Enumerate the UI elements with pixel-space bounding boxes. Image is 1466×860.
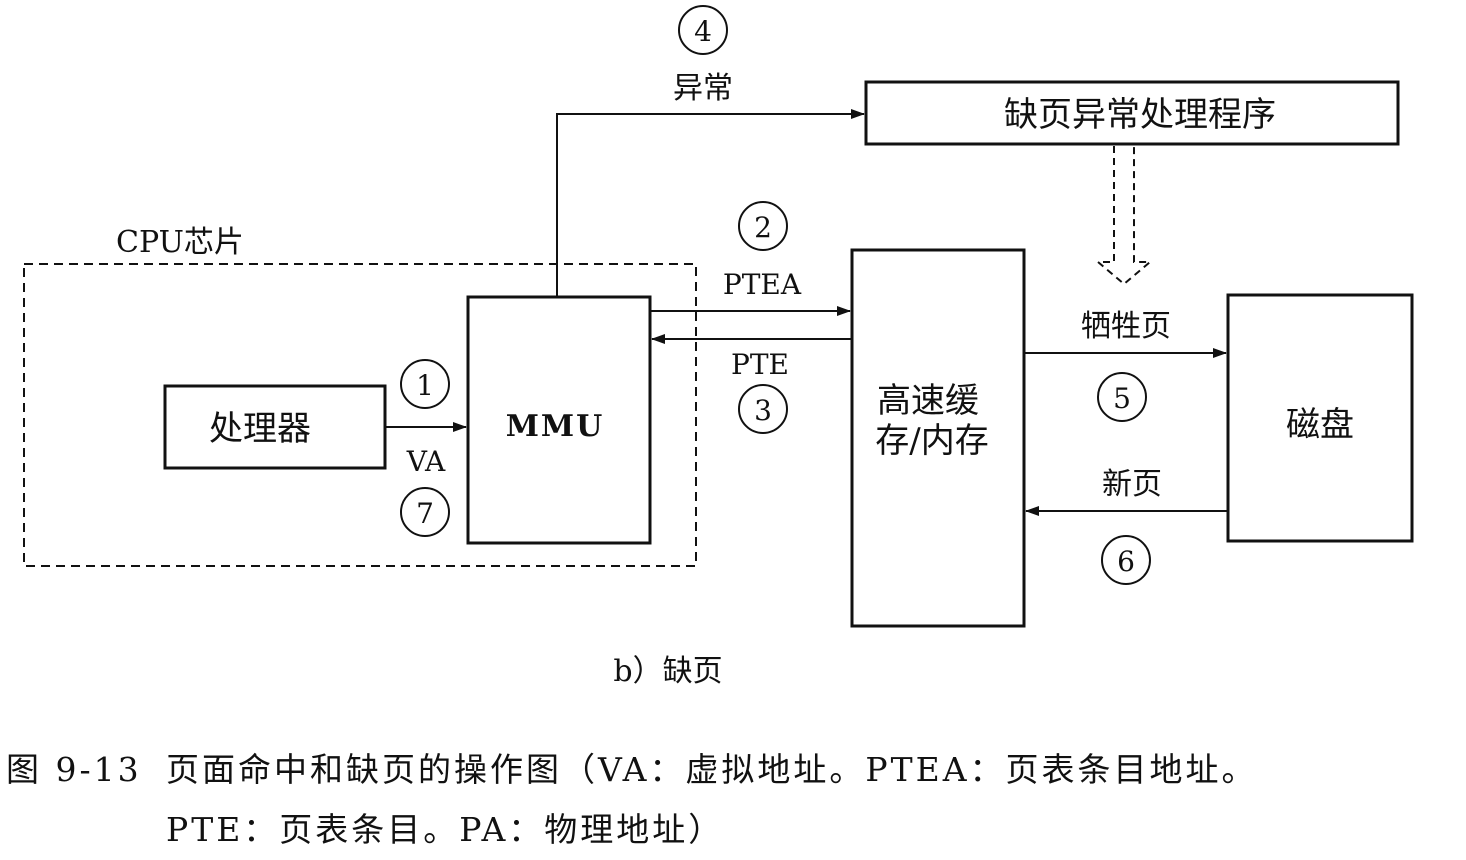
step-2-marker: 2 — [738, 201, 788, 251]
step-7-marker: 7 — [400, 487, 450, 537]
cpu-chip-label: CPU芯片 — [116, 225, 244, 260]
mmu-box — [466, 295, 652, 545]
ptea-label: PTEA — [723, 268, 802, 301]
step-6-number: 6 — [1117, 545, 1135, 578]
step-5-number: 5 — [1113, 382, 1131, 415]
caption-line-2: PTE：页表条目。PA：物理地址） — [0, 800, 1466, 860]
step-3-number: 3 — [754, 394, 772, 427]
figure-number: 图 9-13 — [6, 750, 142, 789]
disk-box — [1226, 293, 1414, 543]
page-fault-handler-box — [864, 80, 1400, 146]
cpu-chip-boundary — [23, 263, 697, 567]
caption-line-1: 图 9-13 页面命中和缺页的操作图（VA：虚拟地址。PTEA：页表条目地址。 — [0, 740, 1466, 800]
exception-arrow — [556, 109, 865, 297]
page-fault-diagram: CPU芯片 处理器 MMU 高速缓 存/内存 磁盘 缺页异常处理程序 VA 异常… — [23, 5, 1414, 689]
cache-memory-label-line1: 高速缓 — [877, 381, 979, 421]
step-7-number: 7 — [416, 497, 434, 530]
processor-label: 处理器 — [209, 409, 311, 449]
figure-caption: 图 9-13 页面命中和缺页的操作图（VA：虚拟地址。PTEA：页表条目地址。 P… — [0, 740, 1466, 860]
victim-page-label: 牺牲页 — [1081, 309, 1171, 344]
step-4-number: 4 — [694, 15, 712, 48]
cache-memory-box — [850, 248, 1026, 628]
va-label: VA — [406, 445, 446, 478]
step-5-marker: 5 — [1097, 372, 1147, 422]
step-2-number: 2 — [754, 211, 772, 244]
page-fault-handler-label: 缺页异常处理程序 — [1004, 95, 1276, 135]
pte-label: PTE — [731, 348, 789, 381]
step-1-marker: 1 — [400, 359, 450, 409]
subcaption: b）缺页 — [613, 654, 722, 689]
step-6-marker: 6 — [1101, 535, 1151, 585]
cache-memory-label-line2: 存/内存 — [875, 421, 988, 461]
step-3-marker: 3 — [738, 384, 788, 434]
processor-box — [163, 384, 387, 470]
mmu-label: MMU — [506, 409, 605, 444]
handler-to-memory-arrow — [1095, 146, 1153, 286]
disk-label: 磁盘 — [1286, 405, 1354, 445]
exception-label: 异常 — [673, 71, 733, 106]
step-1-number: 1 — [416, 369, 434, 402]
new-page-label: 新页 — [1102, 467, 1162, 502]
caption-text-line-1: 页面命中和缺页的操作图（VA：虚拟地址。PTEA：页表条目地址。 — [166, 750, 1258, 789]
step-4-marker: 4 — [678, 5, 728, 55]
caption-text-line-2: PTE：页表条目。PA：物理地址） — [166, 810, 725, 849]
